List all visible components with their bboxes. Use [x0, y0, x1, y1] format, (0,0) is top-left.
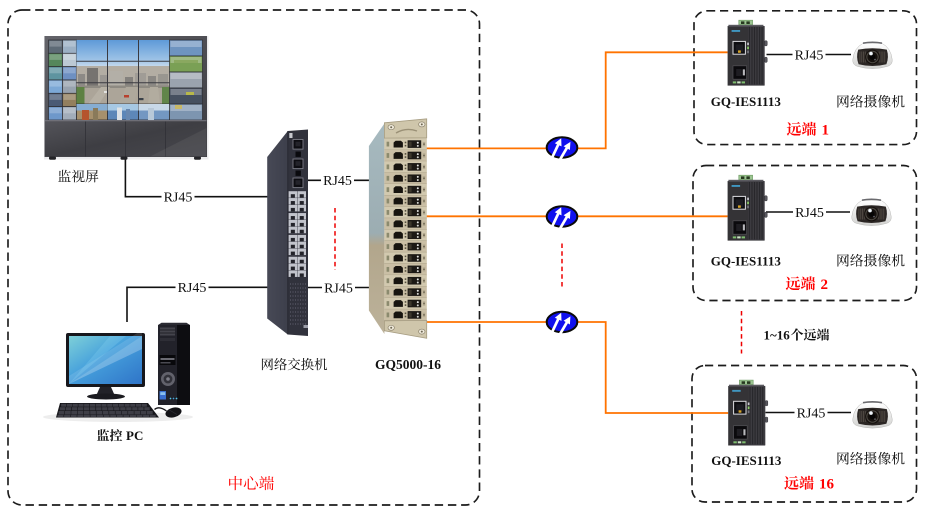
svg-text:PC: PC: [126, 428, 143, 443]
svg-text:1~16: 1~16: [764, 328, 791, 343]
svg-text:RJ45: RJ45: [323, 174, 352, 189]
svg-text:2: 2: [821, 277, 829, 293]
svg-text:RJ45: RJ45: [324, 281, 353, 296]
svg-text:RJ45: RJ45: [178, 281, 207, 296]
svg-text:RJ45: RJ45: [795, 206, 824, 221]
svg-text:16: 16: [819, 477, 835, 493]
svg-text:1: 1: [822, 123, 830, 139]
svg-text:RJ45: RJ45: [795, 48, 824, 63]
svg-text:RJ45: RJ45: [797, 406, 826, 421]
svg-text:RJ45: RJ45: [164, 191, 193, 206]
svg-text:GQ-IES1113: GQ-IES1113: [711, 254, 782, 269]
svg-text:GQ-IES1113: GQ-IES1113: [711, 453, 782, 468]
svg-text:GQ5000-16: GQ5000-16: [375, 357, 441, 372]
svg-text:GQ-IES1113: GQ-IES1113: [711, 94, 782, 109]
